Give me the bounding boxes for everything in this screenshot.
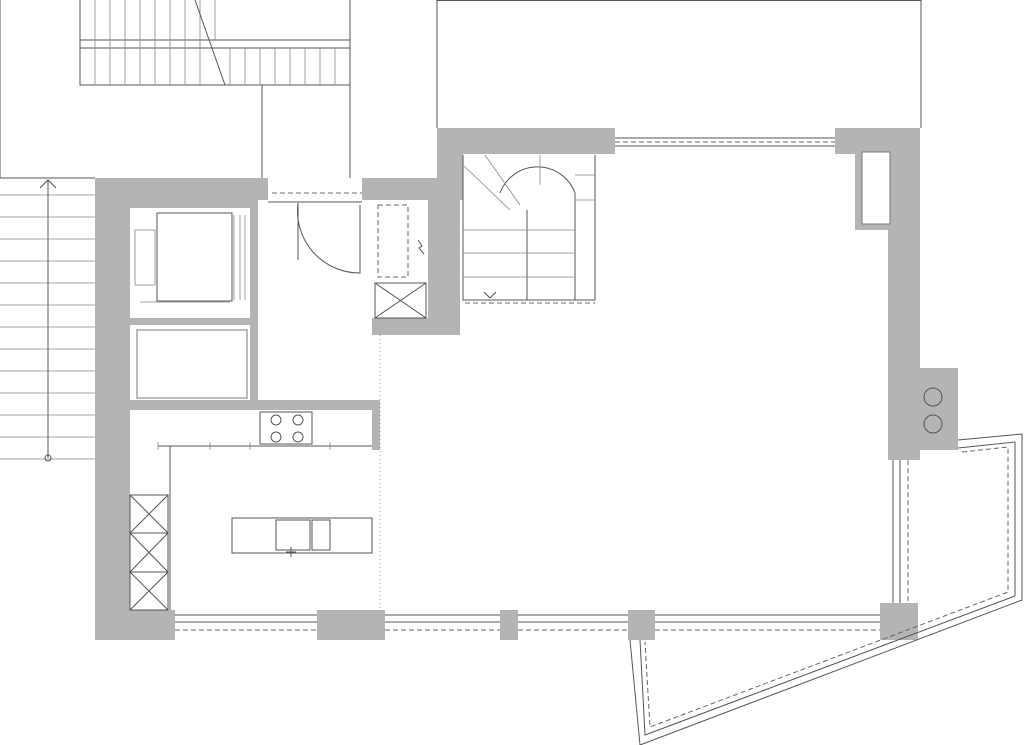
walls <box>95 128 958 640</box>
balcony <box>629 433 1023 745</box>
closet <box>378 203 426 315</box>
closet-fixtures <box>374 204 427 319</box>
exterior-stair <box>0 179 95 462</box>
spiral-stair <box>462 154 596 304</box>
elevator-cabin <box>134 212 246 303</box>
windows <box>175 137 909 631</box>
kitchen <box>129 411 373 611</box>
elevator-shaft <box>130 208 250 318</box>
stair-end-marker <box>44 454 52 462</box>
flue-icon <box>923 414 943 434</box>
context-outlines <box>0 0 922 179</box>
kitchen-island <box>231 517 373 554</box>
storage-room <box>136 329 248 399</box>
sink <box>275 519 311 551</box>
window-niche <box>861 151 891 225</box>
entry-door <box>268 192 362 274</box>
flue-icon <box>923 387 943 407</box>
cooktop <box>259 411 313 445</box>
